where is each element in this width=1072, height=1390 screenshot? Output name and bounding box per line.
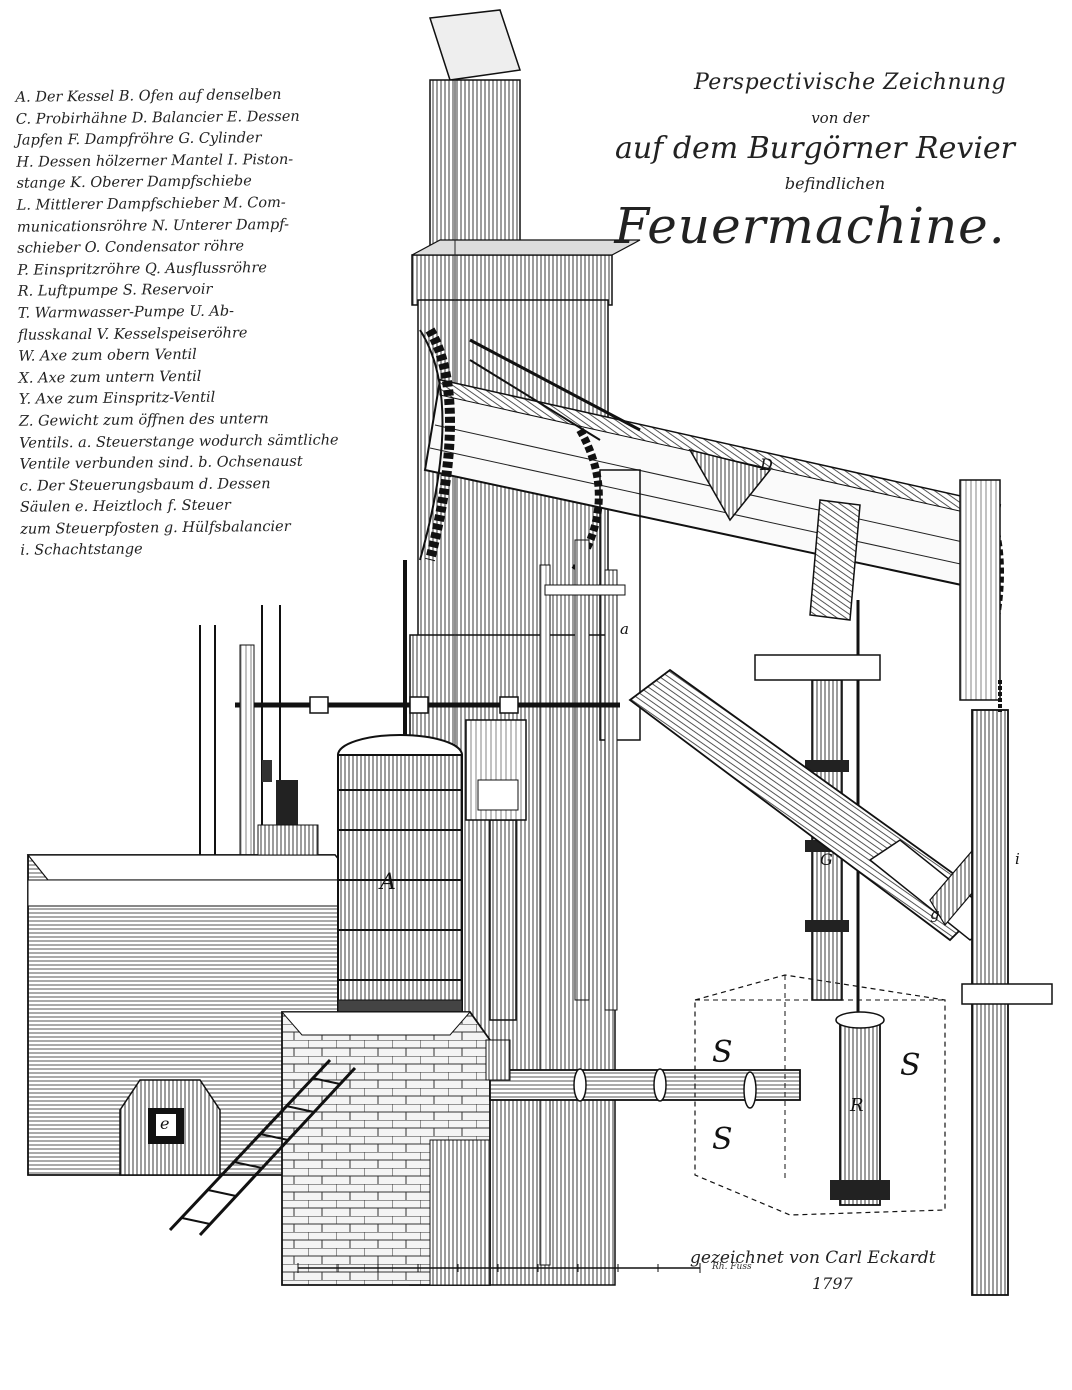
reservoir (694, 974, 946, 1216)
ladder (168, 1058, 357, 1237)
eduction-pipe (485, 1039, 801, 1109)
title-line-4: befindlichen (784, 174, 886, 193)
plate-title: Perspectivische Zeichnung von der auf de… (614, 70, 1040, 255)
engraver-signature: gezeichnet von Carl Eckardt (690, 1248, 936, 1268)
label-shaft-rod: i (1015, 850, 1020, 868)
label-boiler: A (380, 870, 396, 895)
scale-bar (297, 1263, 701, 1273)
label-reservoir-3: S (712, 1122, 733, 1157)
cylinder (465, 719, 527, 1021)
shaft-rod (961, 680, 1053, 1296)
plate-year: 1797 (812, 1274, 853, 1293)
label-reservoir-1: S (712, 1035, 733, 1070)
balancier-beam (419, 327, 1004, 741)
brick-furnace (280, 1011, 491, 1286)
left-poles (199, 605, 298, 896)
legend-line: Ventile verbunden sind. b. Ochsenaust (19, 453, 303, 473)
title-line-2: von der (811, 109, 869, 127)
scale-label: Rh. Fuss (712, 1262, 752, 1272)
piston-rods (403, 539, 860, 1266)
boiler (337, 734, 463, 1023)
label-beam: D (760, 455, 773, 474)
title-line-3: auf dem Burgörner Revier (614, 131, 1016, 166)
label-aux-beam: g (930, 905, 940, 923)
label-cylinder: G (820, 850, 833, 869)
legend: A. Der Kessel B. Ofen auf denselben C. P… (16, 84, 351, 562)
label-reservoir-2: S (900, 1048, 921, 1083)
label-furnace: e (160, 1114, 170, 1133)
title-line-1: Perspectivische Zeichnung (693, 70, 1007, 95)
legend-line: i. Schachtstange (20, 541, 143, 560)
label-air-pump: R (850, 1095, 864, 1116)
valve-axle (235, 696, 620, 714)
legend-line: C. Probirhähne D. Balancier E. Dessen (15, 108, 300, 128)
label-control-rod: a (620, 620, 629, 638)
title-line-5: Feuermachine. (614, 197, 1006, 255)
water-tank (26, 824, 359, 1176)
air-pump (754, 654, 890, 1206)
